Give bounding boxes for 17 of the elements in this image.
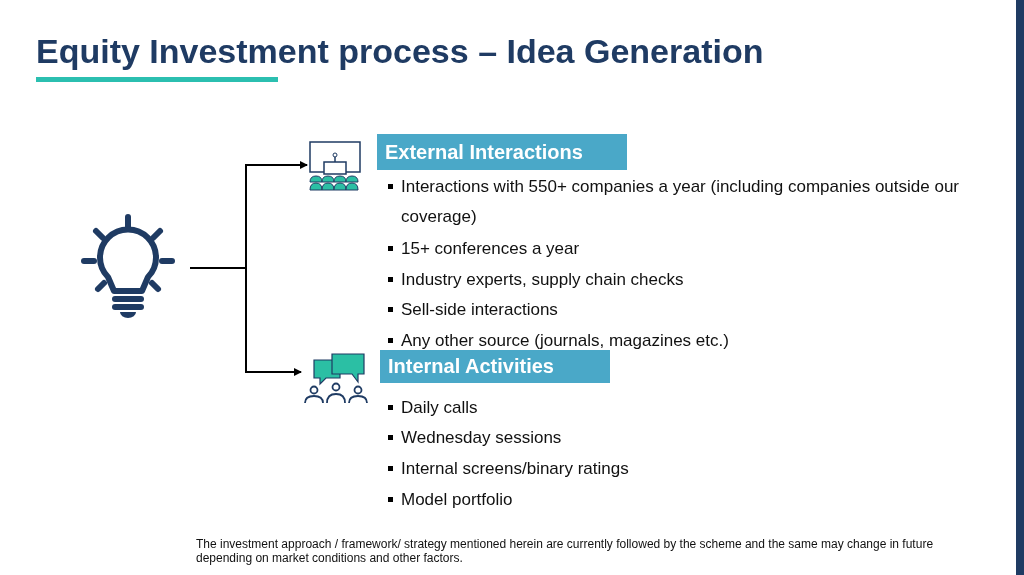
bullet-text: Wednesday sessions [401, 427, 563, 449]
presentation-audience-icon [308, 140, 362, 192]
bullet-text: 15+ conferences a year [401, 238, 581, 260]
arrow [189, 267, 302, 376]
disclaimer-text: The investment approach / framework/ strategy mentioned herein are currently followed by the scheme and the same may change in future depending on market conditions and other factors. [196, 537, 935, 565]
bullet-text: Model portfolio [401, 489, 514, 511]
team-discussion-icon [302, 352, 370, 404]
bullet-text: Industry experts, supply chain checks [401, 269, 685, 291]
bullet-text: Sell-side interactions [401, 299, 559, 321]
title: Equity Investment process – Idea Generation [36, 31, 764, 72]
bullet-text: Daily calls [401, 397, 479, 419]
bullet-text: Internal screens/binary ratings [401, 458, 630, 480]
bullet-text: Any other source (journals, magazines etc.) [401, 330, 730, 352]
section-header: External Interactions [377, 134, 627, 170]
section-header: Internal Activities [380, 350, 610, 383]
lightbulb-icon [78, 213, 178, 319]
bullet-text: Interactions with 550+ companies a year (including companies outside our coverage) [401, 176, 960, 228]
